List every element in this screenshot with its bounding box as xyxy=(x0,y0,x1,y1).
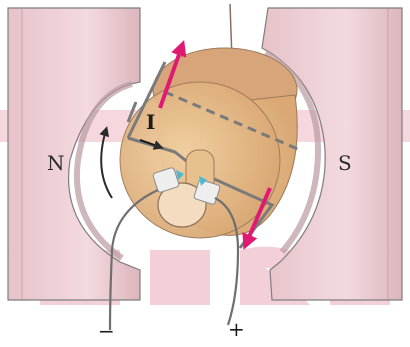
positive-terminal-label: + xyxy=(228,317,245,341)
current-label: I xyxy=(146,110,155,134)
negative-terminal-label: − xyxy=(98,319,115,343)
south-pole-label: S xyxy=(338,151,352,175)
north-pole-label: N xyxy=(47,151,65,175)
